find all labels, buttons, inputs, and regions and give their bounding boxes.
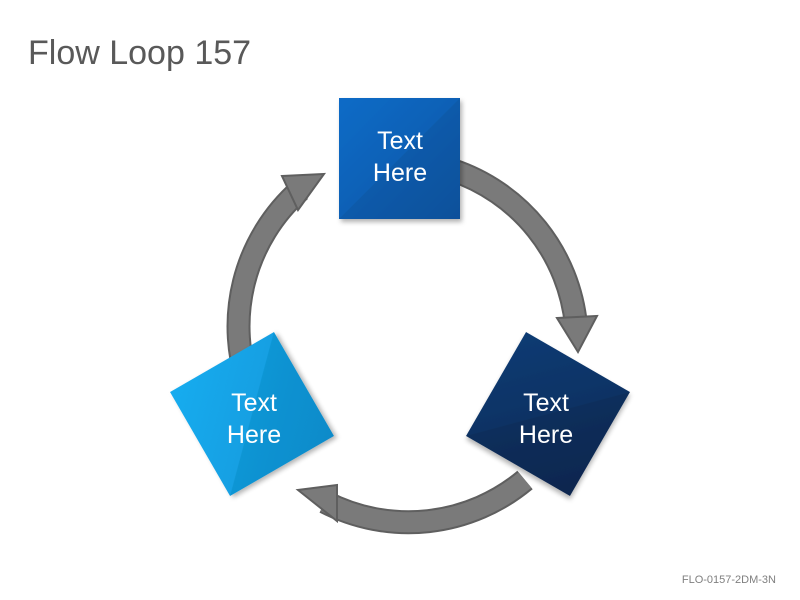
node-left-line1: Text — [231, 389, 277, 417]
arrow-head-bottom — [295, 483, 338, 524]
node-top — [339, 98, 460, 219]
node-top-line1: Text — [377, 127, 423, 155]
footer-code: FLO-0157-2DM-3N — [681, 574, 776, 586]
loop-ring — [226, 158, 588, 535]
node-left-line2: Here — [227, 421, 281, 449]
node-left — [170, 332, 334, 496]
node-right-line2: Here — [519, 421, 573, 449]
arrow-head-left — [280, 172, 327, 212]
node-right — [466, 332, 630, 496]
node-right-line1: Text — [523, 389, 569, 417]
slide-title: Flow Loop 157 — [28, 34, 252, 72]
node-top-line2: Here — [373, 159, 427, 187]
arrow-head-right — [555, 314, 599, 355]
